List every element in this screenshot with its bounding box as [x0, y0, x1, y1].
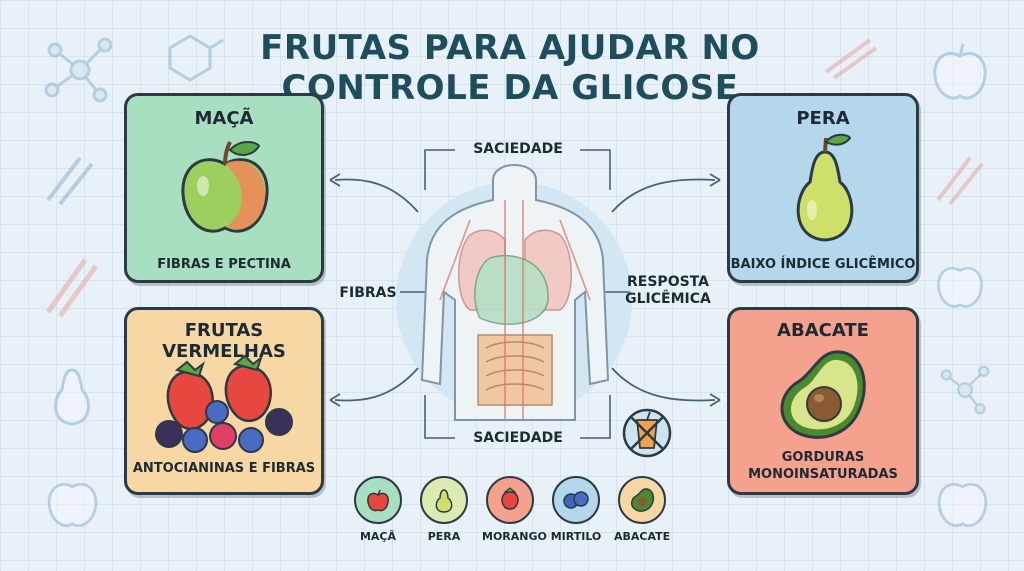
vessel-icon-3	[936, 156, 984, 206]
card-caption: ANTOCIANINAS E FIBRAS	[132, 461, 316, 476]
bottom-item-label: ABACATE	[614, 530, 671, 543]
bottom-item-label: MORANGO	[482, 530, 547, 543]
vessel-icon-4	[824, 38, 878, 80]
apple-circle	[354, 476, 402, 524]
bottom-item-label: MAÇÃ	[359, 530, 397, 543]
page-title: FRUTAS PARA AJUDAR NO CONTROLE DA GLICOS…	[260, 28, 760, 108]
apple-outline-icon-2	[937, 267, 983, 308]
top-satiety-label: SACIEDADE	[473, 141, 563, 157]
molecule-icon	[44, 37, 113, 103]
body-organs-icon	[420, 164, 610, 421]
card-title: FRUTAS VERMELHAS	[162, 320, 286, 362]
card-caption: GORDURAS MONOINSATURADAS	[748, 450, 898, 482]
pear-circle	[420, 476, 468, 524]
strawberry-icon	[501, 487, 519, 510]
apple-icon	[367, 489, 389, 512]
bottom-item-strawberry: MORANGO	[482, 476, 547, 543]
avocado-circle	[618, 476, 666, 524]
card-title: MAÇÃ	[194, 108, 254, 129]
avocado-card: ABACATE GORDURAS MONOINSATURADAS	[727, 307, 919, 495]
no-sugary-drink-icon	[622, 408, 672, 458]
berries-icon	[155, 354, 293, 453]
apple-icon	[181, 141, 269, 233]
arrows	[329, 173, 721, 407]
vessel-icon-2	[45, 258, 99, 318]
pear-icon	[796, 133, 854, 242]
bottom-item-blueberry: MIRTILO	[548, 476, 604, 543]
vessel-icon	[46, 156, 94, 206]
bottom-item-pear: PERA	[416, 476, 472, 543]
molecule-icon-2	[940, 365, 990, 415]
strawberry-circle	[486, 476, 534, 524]
pear-outline-icon	[54, 368, 90, 426]
fiber-label: FIBRAS	[339, 285, 397, 301]
berries-card: FRUTAS VERMELHAS ANTOCIANINAS E FIBRAS	[124, 307, 324, 495]
apple-card: MAÇÃ FIBRAS E PECTINA	[124, 93, 324, 283]
apple-outline-icon-3	[47, 483, 98, 528]
apple-outline-icon-4	[937, 483, 988, 528]
card-caption: FIBRAS E PECTINA	[157, 257, 291, 272]
bottom-item-avocado: ABACATE	[614, 476, 670, 543]
avocado-icon	[631, 488, 655, 512]
bottom-satiety-label: SACIEDADE	[473, 430, 563, 446]
pear-card: PERA BAIXO ÍNDICE GLICÊMICO	[727, 93, 919, 283]
card-title: PERA	[796, 108, 850, 129]
apple-outline-icon	[933, 43, 987, 100]
hexagon-molecule-icon	[168, 34, 224, 82]
glycemic-response-label: RESPOSTA GLICÊMICA	[625, 274, 711, 307]
card-caption: BAIXO ÍNDICE GLICÊMICO	[730, 257, 916, 272]
blueberry-circle	[552, 476, 600, 524]
pear-icon	[435, 489, 453, 513]
card-title: ABACATE	[777, 320, 869, 341]
bottom-item-apple: MAÇÃ	[350, 476, 406, 543]
avocado-icon	[780, 350, 866, 439]
bottom-item-label: MIRTILO	[550, 530, 602, 543]
bottom-item-label: PERA	[427, 530, 461, 543]
blueberry-icon	[563, 491, 589, 509]
fruit-icons-row: MAÇÃ PERA MORANGO MIRTILO	[350, 476, 690, 556]
